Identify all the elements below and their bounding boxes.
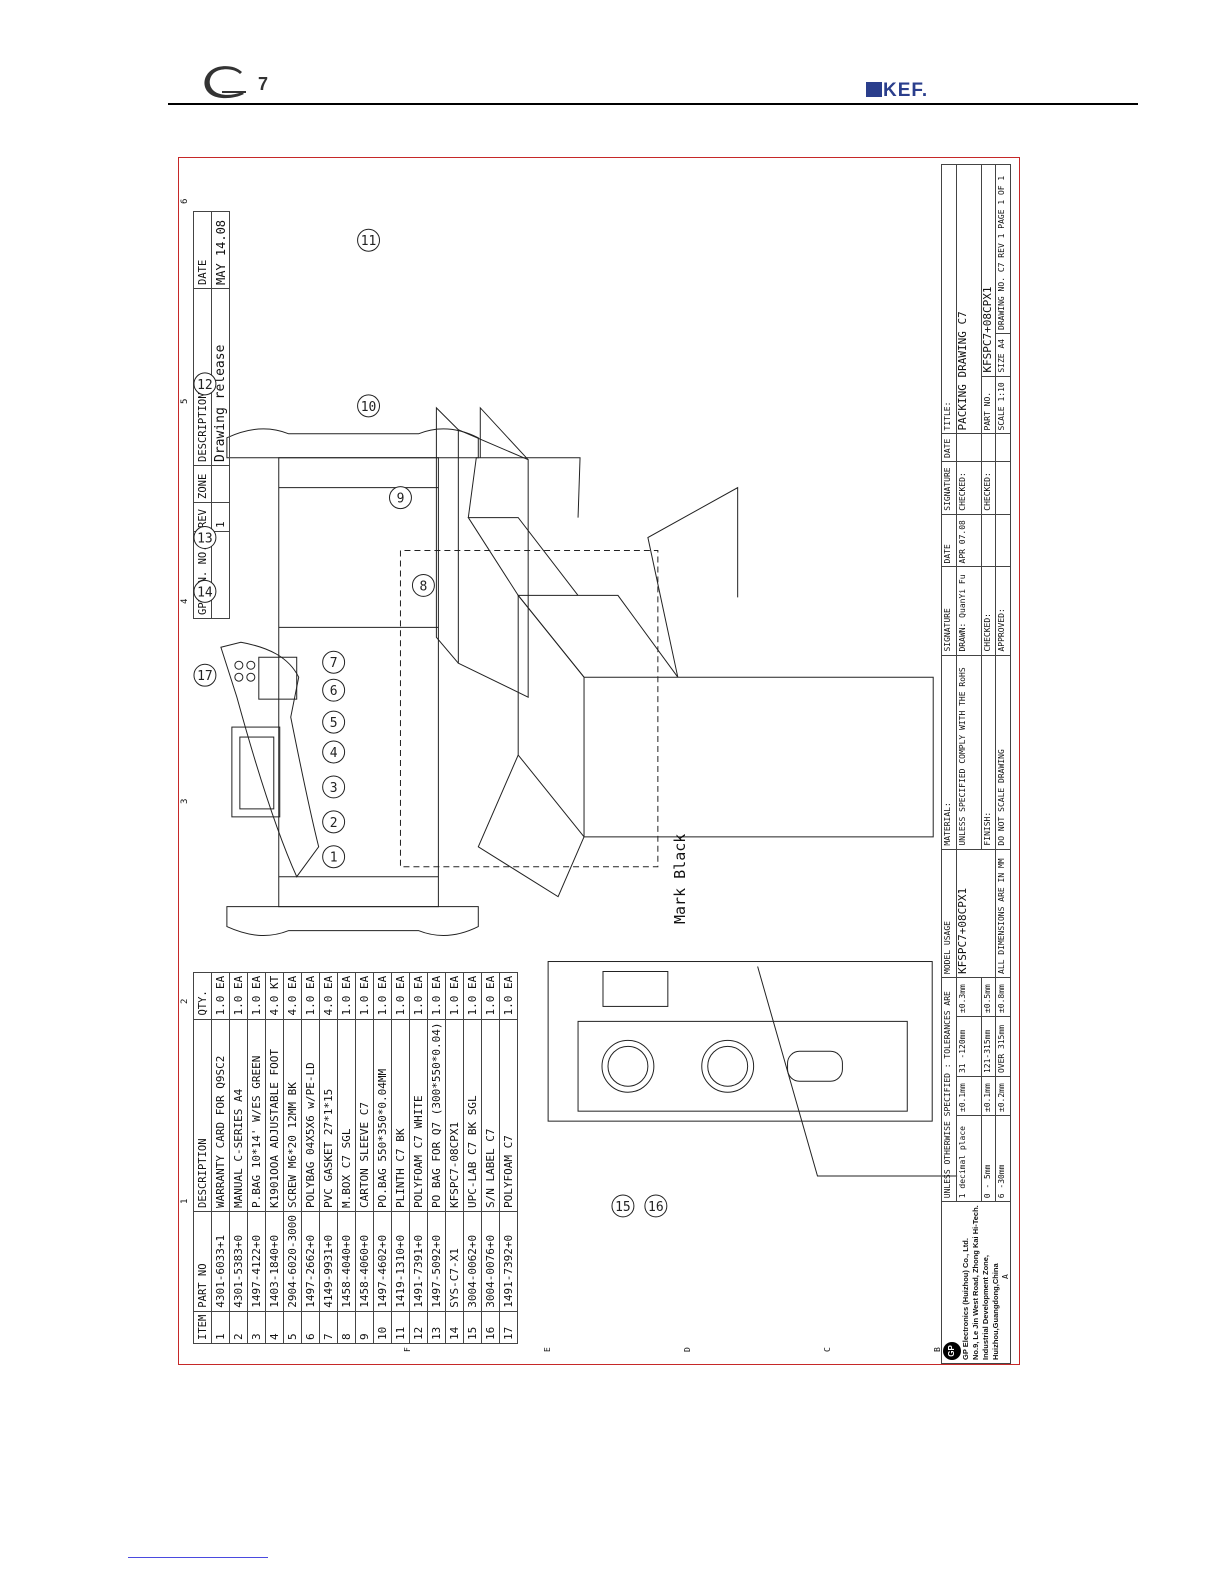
accessory-bag [220, 641, 320, 878]
drawing-title: PACKING DRAWING C7 [956, 164, 982, 434]
zone-b: B [933, 1347, 942, 1352]
screw-bag [258, 656, 298, 700]
packing-illustration [220, 406, 958, 1177]
header-rule [168, 103, 1138, 105]
zone-f: F [403, 1347, 412, 1352]
master-box [583, 676, 934, 838]
drawing-sheet: 1 2 3 4 5 6 ITEM PART NO DESCRIPTION QTY… [178, 157, 1020, 1365]
zone-c: C [823, 1347, 832, 1352]
zone-4: 4 [180, 598, 190, 604]
zone-1: 1 [180, 1198, 190, 1204]
rotated-drawing: 1 2 3 4 5 6 ITEM PART NO DESCRIPTION QTY… [179, 164, 1015, 1364]
brand-name: KEF [883, 80, 922, 101]
zone-e: E [543, 1347, 552, 1352]
zone-5: 5 [180, 398, 190, 404]
carton-sleeve [457, 429, 529, 698]
footer-rule [128, 1557, 268, 1558]
rev-col-rev: REV [193, 502, 212, 532]
zone-d: D [683, 1347, 692, 1352]
bom-col-item: ITEM [193, 1311, 212, 1344]
warranty-card [231, 726, 281, 818]
table-row: 1 Drawing release MAY 14.08 [211, 211, 230, 619]
c-series-logo: 7 [204, 66, 268, 99]
model-mark: 7 [258, 74, 268, 94]
rev-col-en: GPE EN. NO. [193, 531, 212, 619]
kef-logo: KEF. [866, 80, 928, 102]
polyfoam-top [226, 428, 479, 459]
zone-6: 6 [180, 198, 190, 204]
title-block: GP GP Electronics (Huizhou) Co., Ltd. No… [941, 164, 1013, 1364]
rev-col-date: DATE [193, 211, 212, 289]
bom-col-desc: DESCRIPTION [193, 1019, 212, 1212]
zone-3: 3 [180, 798, 190, 804]
rev-col-zone: ZONE [193, 465, 212, 503]
mark-black-label: Mark Black [671, 833, 689, 924]
foot-hole [234, 672, 244, 682]
rev-col-desc: DESCRIPTION [193, 288, 212, 466]
bom-col-part: PART NO [193, 1211, 212, 1312]
polyfoam-bottom [226, 906, 479, 936]
revision-table: GPE EN. NO. REV ZONE DESCRIPTION DATE 1 … [193, 211, 230, 619]
gp-logo: GP [943, 1342, 961, 1360]
zone-2: 2 [180, 998, 190, 1004]
label-detail-box [547, 961, 933, 1122]
bom-col-qty: QTY. [193, 972, 212, 1020]
zone-a: A [1001, 1274, 1010, 1279]
